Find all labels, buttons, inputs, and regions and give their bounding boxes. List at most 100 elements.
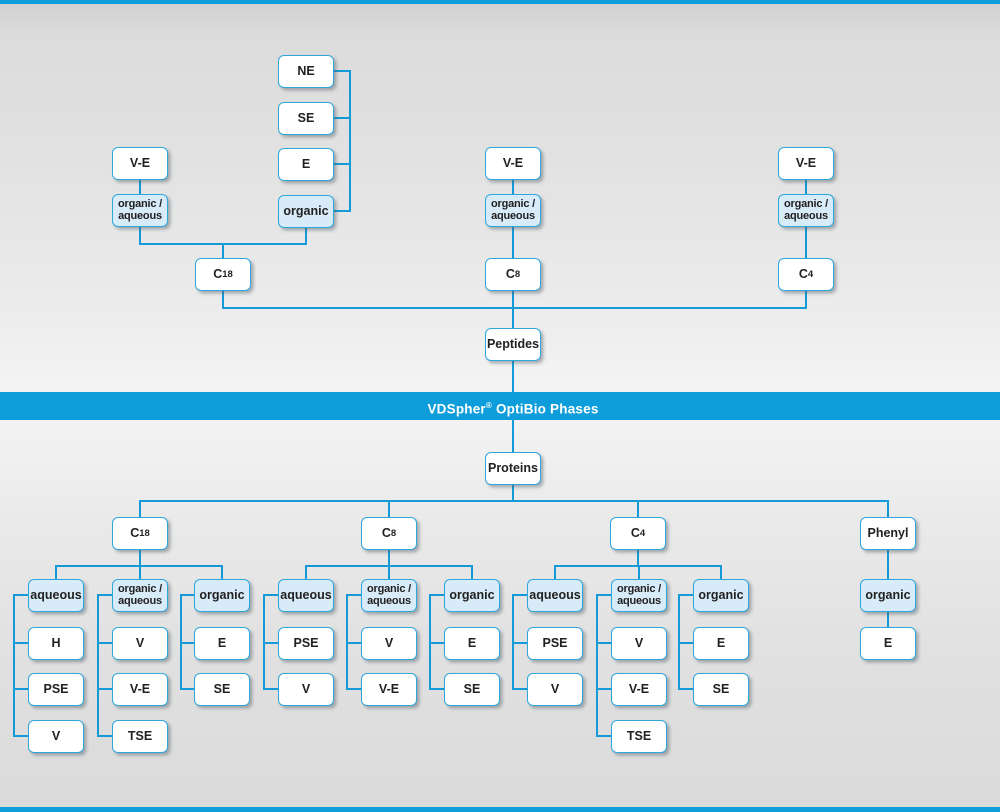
- connector-line: [637, 500, 639, 517]
- connector-line: [222, 243, 224, 258]
- connector-line: [13, 688, 28, 690]
- node-p-orgaq-2: organic / aqueous: [485, 194, 541, 227]
- connector-line: [349, 70, 351, 212]
- node-pr-c8-organic: organic: [444, 579, 500, 612]
- connector-line: [887, 549, 889, 579]
- connector-line: [263, 594, 278, 596]
- connector-line: [471, 565, 473, 579]
- connector-line: [139, 500, 141, 517]
- banner-title: VDSpher® OptiBio Phases: [427, 401, 599, 417]
- node-pr-phenyl: Phenyl: [860, 517, 916, 550]
- connector-line: [305, 565, 307, 579]
- connector-line: [334, 210, 350, 212]
- connector-line: [512, 642, 527, 644]
- connector-line: [55, 565, 57, 579]
- node-pr-c4-oa-tse: TSE: [611, 720, 667, 753]
- connector-line: [678, 688, 693, 690]
- node-pr-ph-e: E: [860, 627, 916, 660]
- node-pr-c18-orgaq: organic / aqueous: [112, 579, 168, 612]
- connector-line: [180, 642, 194, 644]
- node-pr-c4-org-e: E: [693, 627, 749, 660]
- connector-line: [346, 642, 361, 644]
- connector-line: [512, 420, 514, 452]
- node-pr-c4-v: V: [527, 673, 583, 706]
- top-accent-strip: [0, 0, 1000, 4]
- connector-line: [180, 594, 194, 596]
- node-pr-c8-org-e: E: [444, 627, 500, 660]
- node-pr-c8-oa-ve: V-E: [361, 673, 417, 706]
- connector-line: [596, 642, 611, 644]
- connector-line: [720, 565, 722, 579]
- connector-line: [596, 735, 611, 737]
- node-pr-c8-org-se: SE: [444, 673, 500, 706]
- connector-line: [97, 594, 112, 596]
- node-p-orgaq-3: organic / aqueous: [778, 194, 834, 227]
- connector-line: [512, 226, 514, 258]
- node-p-ve-2: V-E: [485, 147, 541, 180]
- connector-line: [305, 227, 307, 245]
- node-pr-c8-orgaq: organic / aqueous: [361, 579, 417, 612]
- connector-line: [139, 549, 141, 565]
- node-p-ve-3: V-E: [778, 147, 834, 180]
- node-pr-c18-pse: PSE: [28, 673, 84, 706]
- connector-line: [512, 179, 514, 194]
- connector-line: [596, 688, 611, 690]
- connector-line: [263, 688, 278, 690]
- connector-line: [334, 163, 350, 165]
- connector-line: [596, 594, 598, 737]
- node-pr-c18-oa-tse: TSE: [112, 720, 168, 753]
- connector-line: [805, 290, 807, 309]
- node-pr-c18-oa-ve: V-E: [112, 673, 168, 706]
- connector-line: [13, 735, 28, 737]
- connector-line: [13, 642, 28, 644]
- connector-line: [388, 565, 390, 579]
- node-pr-c4-organic: organic: [693, 579, 749, 612]
- node-pr-c18-h: H: [28, 627, 84, 660]
- connector-line: [222, 307, 807, 309]
- connector-line: [887, 611, 889, 627]
- connector-line: [346, 688, 361, 690]
- connector-line: [678, 594, 693, 596]
- node-p-ne: NE: [278, 55, 334, 88]
- node-proteins: Proteins: [485, 452, 541, 485]
- node-pr-ph-organic: organic: [860, 579, 916, 612]
- connector-line: [512, 290, 514, 328]
- node-p-ve-1: V-E: [112, 147, 168, 180]
- node-pr-c4-oa-v: V: [611, 627, 667, 660]
- connector-line: [429, 642, 444, 644]
- connector-line: [429, 594, 444, 596]
- node-pr-c4-aqueous: aqueous: [527, 579, 583, 612]
- node-pr-c18-organic: organic: [194, 579, 250, 612]
- connector-line: [13, 594, 15, 737]
- node-pr-c4-org-se: SE: [693, 673, 749, 706]
- connector-line: [637, 549, 639, 565]
- connector-line: [97, 642, 112, 644]
- connector-line: [512, 594, 527, 596]
- connector-line: [334, 117, 350, 119]
- connector-line: [512, 360, 514, 392]
- connector-line: [97, 688, 112, 690]
- connector-line: [263, 642, 278, 644]
- banner: VDSpher® OptiBio Phases: [0, 392, 1000, 420]
- connector-line: [638, 565, 640, 579]
- node-pr-c4-pse: PSE: [527, 627, 583, 660]
- node-pr-c18-aqueous: aqueous: [28, 579, 84, 612]
- node-pr-c8-oa-v: V: [361, 627, 417, 660]
- connector-line: [180, 688, 194, 690]
- connector-line: [512, 484, 514, 500]
- node-pr-c8-v: V: [278, 673, 334, 706]
- node-pr-c18-v: V: [28, 720, 84, 753]
- node-pr-c4-oa-ve: V-E: [611, 673, 667, 706]
- node-pr-c18-org-se: SE: [194, 673, 250, 706]
- node-pr-c8-pse: PSE: [278, 627, 334, 660]
- node-p-organic: organic: [278, 195, 334, 228]
- connector-line: [222, 290, 224, 309]
- connector-line: [554, 565, 556, 579]
- connector-line: [805, 179, 807, 194]
- connector-line: [139, 226, 141, 245]
